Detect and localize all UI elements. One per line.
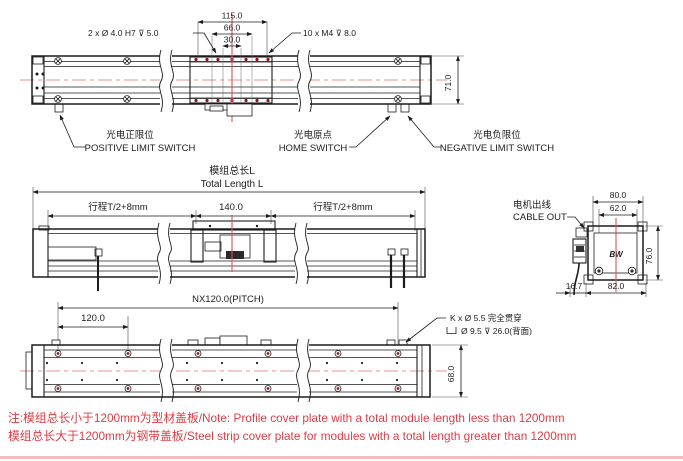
cable-out-label-zh: 电机出线 [513,199,552,211]
end-view-dimensions-right: 76.0 [644,225,663,281]
positive-limit-label-en: POSITIVE LIMIT SWITCH [85,143,196,154]
dim-30: 30.0 [224,35,241,45]
end-view-dimensions-bottom: 16.7 82.0 [556,281,647,297]
end-view-dimensions-top: 80.0 62.0 [592,190,644,233]
brand-logo: BW [609,250,624,259]
dim-115: 115.0 [222,11,243,21]
dim-66: 66.0 [224,23,241,33]
dim-62: 62.0 [610,203,627,213]
mounting-hole-dots [45,361,399,382]
home-switch-label-zh: 光电原点 [294,129,333,141]
sensor-pins-right [387,248,409,288]
dim-82: 82.0 [608,281,625,291]
bottom-hole-callout: K x Ø 5.5 完全贯穿 Ø 9.5 ⊽ 26.0(背面) [405,313,532,343]
home-switch-label-en: HOME SWITCH [279,143,348,154]
positive-limit-sensor [54,103,64,113]
top-callouts: 2 x Ø 4.0 H7 ⊽ 5.0 10 x M4 ⊽ 8.0 [88,28,356,54]
top-view: 115.0 66.0 30.0 71.0 2 x Ø 4.0 H7 ⊽ 5.0 … [20,11,554,154]
first-pitch-dim: 120.0 [81,313,105,324]
bottom-border-line [0,456,683,459]
side-dimensions: 行程T/2+8mm 140.0 行程T/2+8mm [32,187,426,231]
hole-column-lines [211,36,253,103]
switch-dog [204,103,253,117]
bottom-top-tabs [51,335,408,346]
rail-body-side-view [32,228,426,278]
side-plate [47,246,97,261]
side-view: 模组总长L Total Length L 行程T/2+8mm 140.0 行程T… [32,164,426,291]
carriage-hole-dots [194,57,270,103]
cable-connector [572,227,588,296]
stroke-right-dim: 行程T/2+8mm [313,201,372,213]
carriage-plate [189,56,273,104]
tap-hole-callout: 10 x M4 ⊽ 8.0 [303,28,356,38]
cover-screw-icons [54,57,402,103]
side-break-lines [157,222,309,285]
home-sensor [387,103,397,113]
pitch-hole-icons [54,350,402,392]
sensor-pin-left [94,248,103,291]
dim-80: 80.0 [610,190,627,200]
carriage-side-view [190,215,277,272]
bottom-break-lines [159,338,311,403]
pitch-dim: NX120.0(PITCH) [192,294,264,305]
top-dimensions: 115.0 66.0 30.0 71.0 [197,11,464,105]
positive-limit-label-zh: 光电正限位 [106,129,154,141]
carriage-length-dim: 140.0 [219,202,243,213]
total-length-title-en: Total Length L [201,179,264,190]
bottom-dimensions: 68.0 [432,344,468,398]
break-lines [159,49,312,113]
total-length-title-zh: 模组总长L [209,164,255,177]
dim-16-7: 16.7 [566,281,583,291]
hole-callout-line2: Ø 9.5 ⊽ 26.0(背面) [461,326,532,336]
drawing-notes: 注:模组总长小于1200mm为型材盖板/Note: Profile cover … [8,409,576,445]
dim-68: 68.0 [446,365,456,382]
end-view: 电机出线 CABLE OUT 80.0 62.0 BW [513,190,663,297]
end-cap-dots [35,72,45,90]
cable-line [573,262,580,296]
negative-limit-label-zh: 光电负限位 [473,129,521,141]
negative-limit-label-en: NEGATIVE LIMIT SWITCH [440,143,554,154]
note-line-2: 模组总长大于1200mm为钢带盖板/Steel strip cover plat… [8,429,577,443]
switch-labels: 光电正限位 POSITIVE LIMIT SWITCH 光电原点 HOME SW… [59,114,554,154]
note-line-1: 注:模组总长小于1200mm为型材盖板/Note: Profile cover … [8,411,565,425]
hole-callout-line1: K x Ø 5.5 完全贯穿 [450,313,522,323]
dim-76: 76.0 [644,247,654,264]
dim-71: 71.0 [443,74,453,91]
counterbore-icon [446,327,457,334]
bottom-view: 68.0 K x Ø 5.5 完全贯穿 Ø 9.5 ⊽ 26.0(背面) [20,313,532,403]
negative-limit-sensor [400,103,410,113]
cable-out-label-en: CABLE OUT [513,212,567,223]
stroke-left-dim: 行程T/2+8mm [88,201,147,213]
dowel-hole-callout: 2 x Ø 4.0 H7 ⊽ 5.0 [88,28,159,38]
